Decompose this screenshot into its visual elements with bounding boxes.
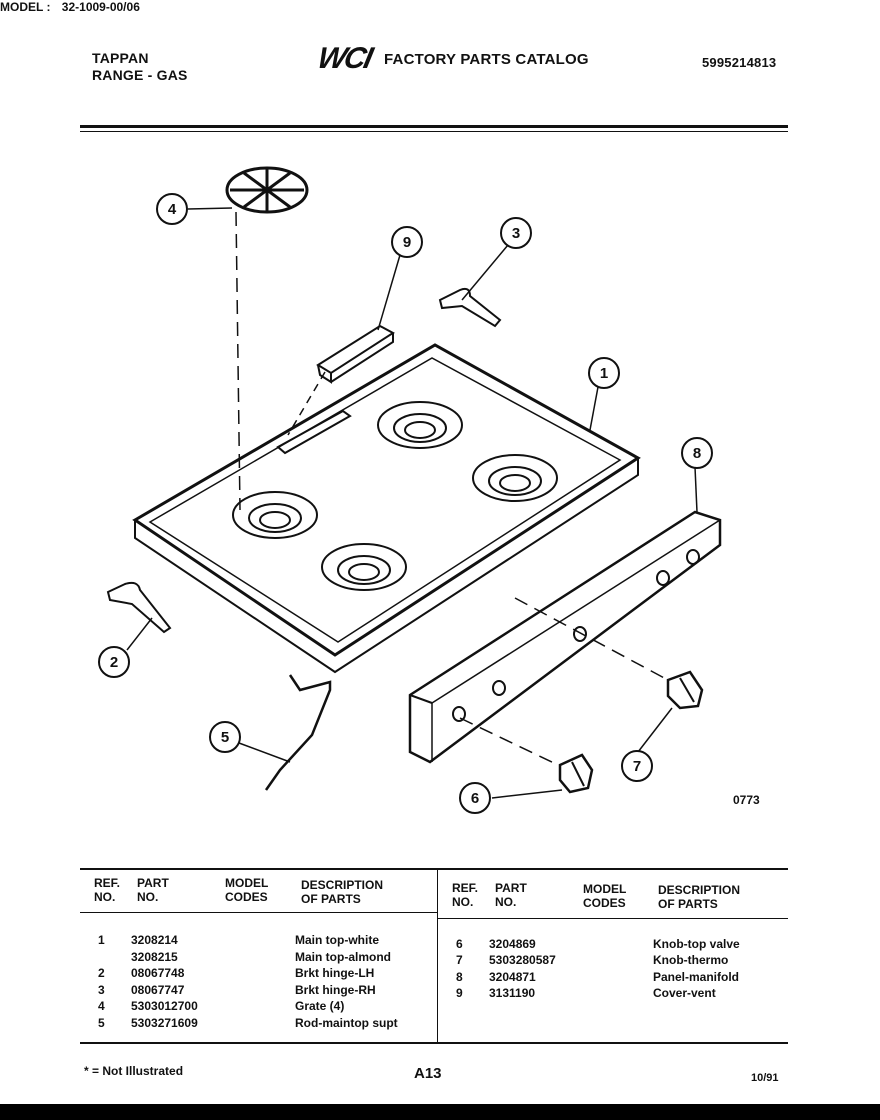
callout-label-1: 1 <box>600 365 608 382</box>
callout-5 <box>209 721 241 753</box>
callout-label-6: 6 <box>471 790 479 807</box>
callout-label-9: 9 <box>403 234 411 251</box>
callout-label-5: 5 <box>221 729 229 746</box>
knob-thermo <box>666 670 704 710</box>
burner-front-right <box>472 454 558 502</box>
model-line: MODEL : 32-1009-00/06 <box>0 0 880 14</box>
figure-code: 0773 <box>733 793 760 807</box>
callout-2 <box>98 646 130 678</box>
hinge-lh <box>106 581 172 634</box>
scan-bottom-band <box>0 1104 880 1120</box>
hinge-rh <box>438 287 502 328</box>
table-bottom-rule <box>80 1042 788 1044</box>
table-header-rule-left <box>80 912 437 913</box>
callout-6 <box>459 782 491 814</box>
callout-1 <box>588 357 620 389</box>
callout-4 <box>156 193 188 225</box>
exploded-parts-diagram: 4 9 3 1 8 2 5 6 7 <box>98 166 722 814</box>
rod-maintop-support <box>264 674 332 791</box>
knob-top-valve <box>558 753 594 794</box>
callout-label-2: 2 <box>110 654 118 671</box>
cover-vent <box>316 324 395 384</box>
burner-rear-left <box>232 491 318 539</box>
product-name: RANGE - GAS <box>92 67 188 83</box>
callout-9 <box>391 226 423 258</box>
vent-slot <box>276 409 352 455</box>
callout-label-4: 4 <box>168 201 177 218</box>
callout-label-3: 3 <box>512 225 520 242</box>
revision-date: 10/91 <box>751 1072 779 1084</box>
table-header-rule-right <box>438 918 788 919</box>
not-illustrated-note: * = Not Illustrated <box>84 1064 184 1078</box>
header-rule-thick <box>80 125 788 128</box>
table-top-rule <box>80 868 788 870</box>
header-ref-right: REF.NO. <box>452 881 479 909</box>
main-top-outline <box>132 343 641 657</box>
callout-3 <box>500 217 532 249</box>
brand-name: TAPPAN <box>92 50 149 66</box>
callout-8 <box>681 437 713 469</box>
header-ref-left: REF.NO. <box>94 876 121 904</box>
model-label: MODEL : <box>0 0 51 14</box>
callout-7 <box>621 750 653 782</box>
burner-rear-right <box>377 401 463 449</box>
callout-label-7: 7 <box>633 758 641 775</box>
burner-front-left <box>321 543 407 591</box>
grate <box>225 166 309 214</box>
brand-block: TAPPAN RANGE - GAS <box>92 50 188 84</box>
catalog-title: FACTORY PARTS CATALOG <box>384 51 589 68</box>
main-top-inner <box>148 357 622 643</box>
callout-label-8: 8 <box>693 445 701 462</box>
panel-manifold <box>408 510 722 764</box>
catalog-number: 5995214813 <box>702 55 777 70</box>
model-value: 32-1009-00/06 <box>61 0 140 14</box>
main-top-front-edge <box>134 458 639 674</box>
table-divider <box>437 870 438 1042</box>
header-rule-thin <box>80 131 788 132</box>
page-number: A13 <box>414 1065 442 1082</box>
